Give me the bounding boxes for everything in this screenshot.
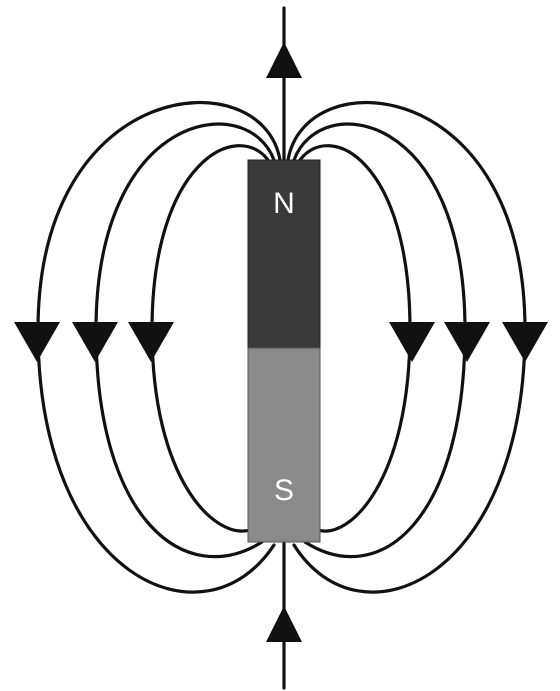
arrow-left-inner-icon (128, 322, 174, 362)
arrow-right-outer-icon (502, 322, 548, 362)
arrow-left-middle-icon (72, 322, 118, 362)
north-pole-label: N (273, 187, 295, 220)
arrow-axis-top-icon (266, 42, 302, 78)
arrow-right-middle-icon (444, 322, 490, 362)
field-line-left-middle (96, 124, 274, 557)
arrow-axis-bottom-icon (266, 606, 302, 642)
arrow-right-inner-icon (389, 322, 435, 362)
south-pole (248, 348, 320, 542)
arrow-left-outer-icon (14, 322, 60, 362)
south-pole-label: S (274, 474, 294, 507)
